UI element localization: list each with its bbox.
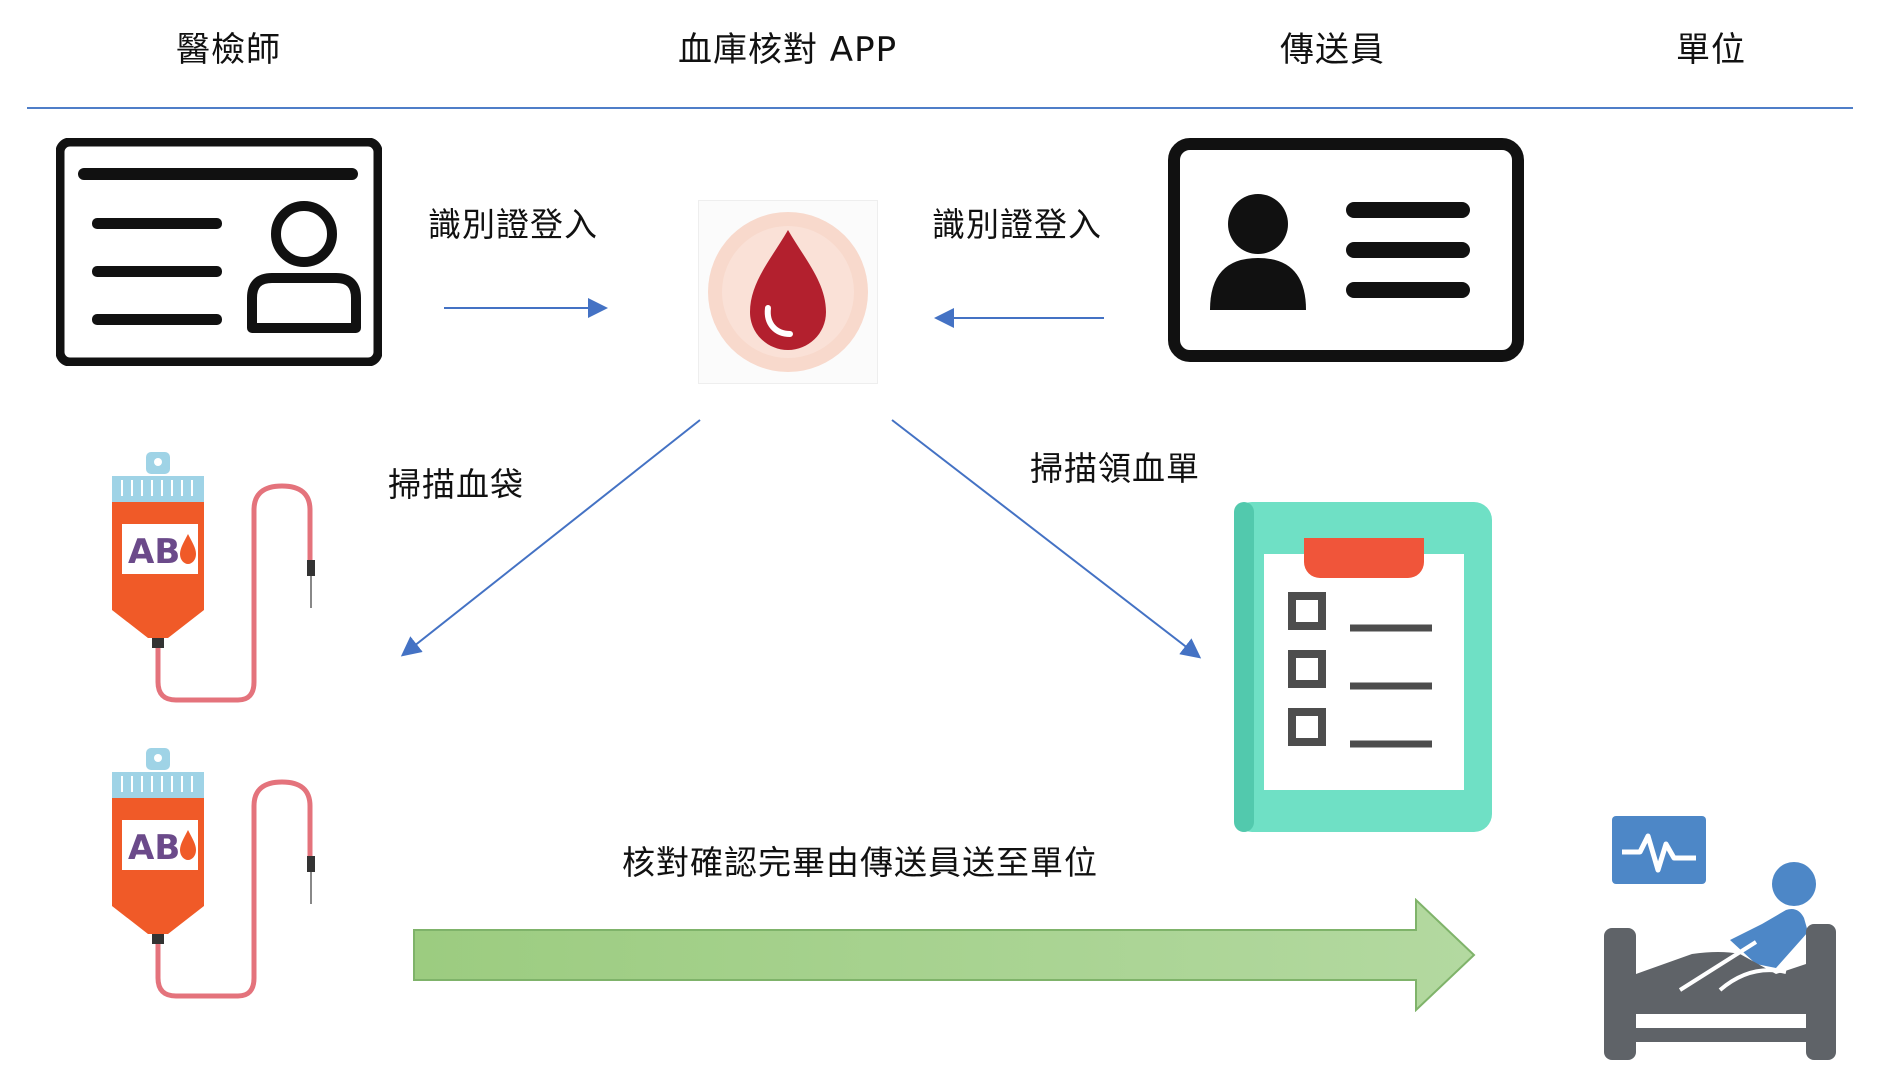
header-unit: 單位 bbox=[1676, 30, 1746, 70]
blood-drop-app-icon bbox=[698, 200, 878, 384]
label-id-login-left: 識別證登入 bbox=[428, 205, 598, 244]
blood-type-label: AB bbox=[128, 532, 181, 572]
label-id-login-right: 識別證登入 bbox=[932, 205, 1102, 244]
blood-bag-icon: AB bbox=[104, 746, 324, 1002]
arrow-app-to-requisition bbox=[891, 419, 1202, 659]
label-complete-delivery: 核對確認完畢由傳送員送至單位 bbox=[622, 843, 1098, 882]
header-technician: 醫檢師 bbox=[176, 30, 281, 70]
label-scan-blood-bag: 掃描血袋 bbox=[388, 465, 524, 504]
technician-id-card-icon bbox=[56, 138, 382, 366]
label-scan-requisition: 掃描領血單 bbox=[1030, 449, 1200, 488]
header-app: 血庫核對 APP bbox=[678, 30, 898, 70]
delivery-arrow-shape bbox=[413, 898, 1476, 1012]
arrow-app-to-blood-bag bbox=[400, 419, 701, 657]
header-courier: 傳送員 bbox=[1280, 30, 1385, 70]
clipboard-checklist-icon bbox=[1234, 502, 1492, 832]
patient-bed-monitor-icon bbox=[1604, 816, 1836, 1060]
header-divider bbox=[27, 107, 1853, 109]
blood-bag-icon: AB bbox=[104, 450, 324, 706]
courier-id-card-icon bbox=[1168, 138, 1524, 362]
blood-type-label: AB bbox=[128, 828, 181, 868]
